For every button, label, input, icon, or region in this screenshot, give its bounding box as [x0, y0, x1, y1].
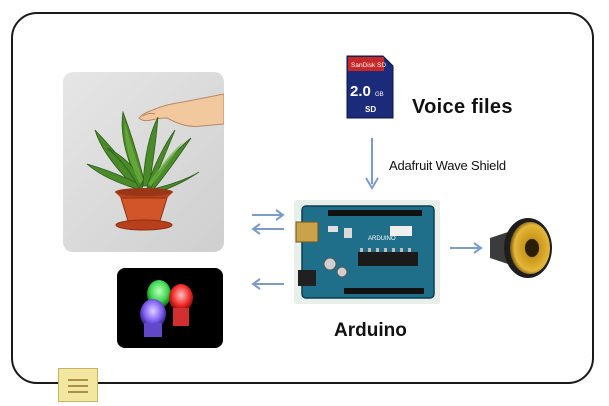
led-image: [117, 268, 223, 348]
sd-logo-text: SD: [365, 105, 376, 114]
svg-text:ARDUINO: ARDUINO: [368, 236, 396, 242]
left-arrow-icon: [251, 278, 284, 290]
right-arrow-icon: [450, 242, 483, 254]
arduino-board-icon: ARDUINO: [294, 200, 440, 304]
wave-shield-label: Adafruit Wave Shield: [389, 158, 506, 173]
sd-card-icon: SanDisk SD 2.0 GB SD: [346, 55, 394, 119]
potted-plant-touch-icon: [86, 93, 224, 231]
bidirectional-arrow-icon: [251, 209, 285, 235]
arduino-label: Arduino: [334, 320, 407, 341]
speaker-icon: [490, 218, 552, 278]
down-arrow-icon: [365, 138, 379, 190]
sd-brand-text: SanDisk SD: [351, 62, 386, 69]
note-icon[interactable]: [58, 368, 98, 402]
voice-files-label: Voice files: [412, 96, 513, 118]
rgb-led-icon: [140, 280, 193, 337]
sd-capacity-text: 2.0: [350, 83, 371, 100]
sd-unit-text: GB: [375, 92, 384, 98]
plant-image: [63, 72, 224, 252]
